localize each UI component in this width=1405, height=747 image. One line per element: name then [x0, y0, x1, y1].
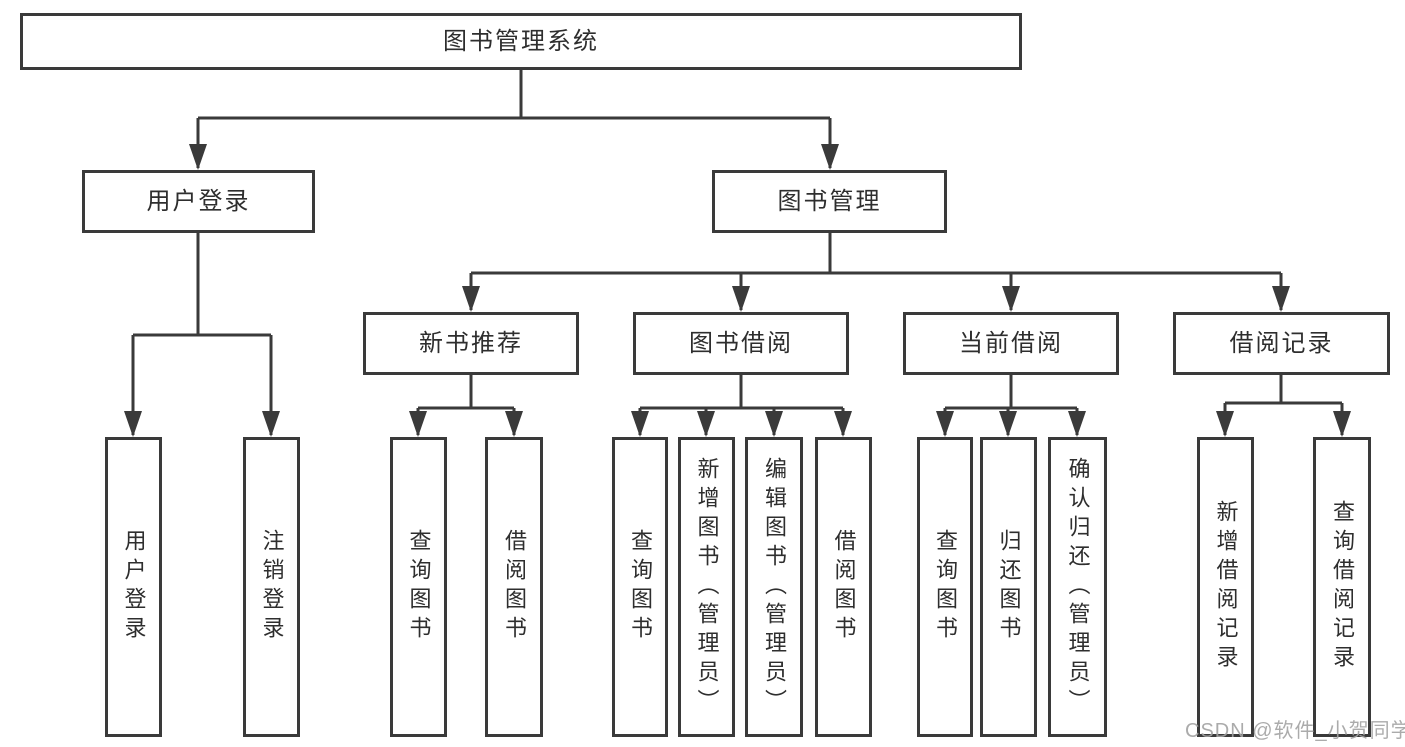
- leaf-return-book: 归还图书: [980, 437, 1037, 737]
- leaf-edit-book-admin: 编辑图书（管理员）: [745, 437, 803, 737]
- leaf-query-books-recommend: 查询图书: [390, 437, 447, 737]
- node-new-book-recommend: 新书推荐: [363, 312, 579, 375]
- arrowhead: [189, 144, 207, 170]
- arrowhead: [505, 411, 523, 437]
- connector-root-to-level2: [189, 70, 839, 170]
- leaf-logout: 注销登录: [243, 437, 300, 737]
- node-book-management: 图书管理: [712, 170, 947, 233]
- arrowhead: [834, 411, 852, 437]
- arrowhead: [1002, 286, 1020, 312]
- arrowhead: [1216, 411, 1234, 437]
- arrowhead: [262, 411, 280, 437]
- connector-new-book-recommend-branch: [409, 375, 523, 437]
- arrowhead: [1068, 411, 1086, 437]
- node-user-login: 用户登录: [82, 170, 315, 233]
- arrowhead: [462, 286, 480, 312]
- leaf-borrow-books: 借阅图书: [815, 437, 872, 737]
- leaf-add-borrow-record: 新增借阅记录: [1197, 437, 1254, 737]
- arrowhead: [1333, 411, 1351, 437]
- node-root: 图书管理系统: [20, 13, 1022, 70]
- node-borrow-records: 借阅记录: [1173, 312, 1390, 375]
- connector-current-borrow-branch: [936, 375, 1086, 437]
- node-current-borrow: 当前借阅: [903, 312, 1119, 375]
- leaf-borrow-books-recommend: 借阅图书: [485, 437, 543, 737]
- arrowhead: [697, 411, 715, 437]
- leaf-add-book-admin: 新增图书（管理员）: [678, 437, 735, 737]
- connector-user-login-branch: [124, 233, 280, 437]
- leaf-confirm-return-admin: 确认归还（管理员）: [1048, 437, 1107, 737]
- leaf-query-books-borrow: 查询图书: [612, 437, 668, 737]
- arrowhead: [999, 411, 1017, 437]
- arrowhead: [124, 411, 142, 437]
- arrowhead: [821, 144, 839, 170]
- arrowhead: [936, 411, 954, 437]
- connector-book-borrow-branch: [631, 375, 852, 437]
- arrowhead: [409, 411, 427, 437]
- leaf-user-login: 用户登录: [105, 437, 162, 737]
- arrowhead: [732, 286, 750, 312]
- node-book-borrow: 图书借阅: [633, 312, 849, 375]
- connector-book-management-branch: [462, 233, 1290, 312]
- leaf-query-books-current: 查询图书: [917, 437, 973, 737]
- connector-borrow-records-branch: [1216, 375, 1351, 437]
- arrowhead: [1272, 286, 1290, 312]
- arrowhead: [631, 411, 649, 437]
- watermark: CSDN @软件_小贺同学: [1185, 720, 1405, 742]
- leaf-query-borrow-record: 查询借阅记录: [1313, 437, 1371, 737]
- arrowhead: [765, 411, 783, 437]
